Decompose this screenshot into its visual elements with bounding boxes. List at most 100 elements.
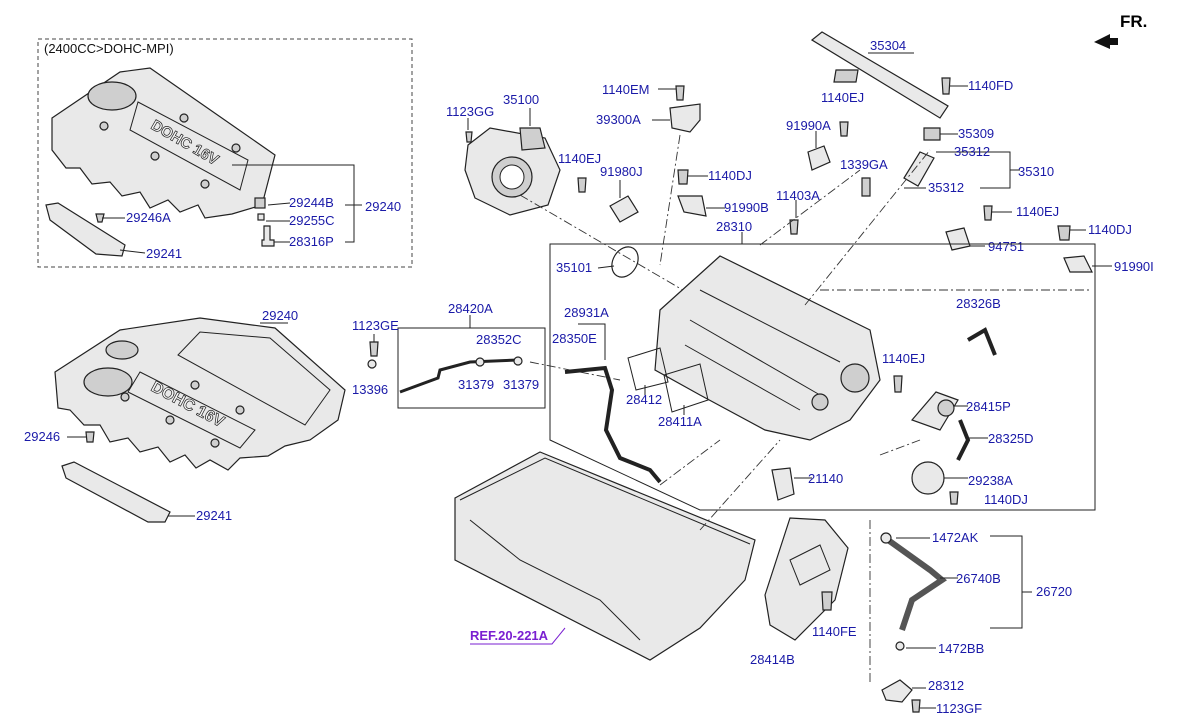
bolt-1140DJ-a bbox=[677, 169, 689, 185]
fuel-rail-group: 35304 1140FD 35309 35312 35310 35312 bbox=[810, 31, 1054, 195]
reference-label[interactable]: REF.20-221A bbox=[470, 628, 549, 643]
seal-35309 bbox=[923, 127, 941, 141]
hose-28325D bbox=[956, 419, 971, 461]
label-1140FE: 1140FE bbox=[812, 624, 857, 639]
inset-title: (2400CC>DOHC-MPI) bbox=[44, 41, 174, 56]
bolt-29246A bbox=[95, 213, 105, 223]
cover-bolt-1 bbox=[99, 121, 109, 131]
clamp-1472AK bbox=[880, 532, 892, 544]
label-1140EJ-c: 1140EJ bbox=[1016, 204, 1059, 219]
label-1140EM: 1140EM bbox=[602, 82, 649, 97]
hose-group-28420A: 28420A 1123GE 13396 28352C 31379 31379 bbox=[352, 301, 621, 409]
label-91980J: 91980J bbox=[600, 164, 643, 179]
label-29246: 29246 bbox=[24, 429, 60, 444]
gasket-35101 bbox=[611, 246, 639, 278]
clamp-1472BB bbox=[895, 641, 905, 651]
label-28415P: 28415P bbox=[966, 399, 1011, 414]
label-1140DJ-a: 1140DJ bbox=[708, 168, 752, 183]
bracket-94751 bbox=[945, 227, 971, 251]
label-1339GA: 1339GA bbox=[840, 157, 888, 172]
engine-cover-inset: (2400CC>DOHC-MPI) DOHC 16V 29244B 29255C… bbox=[37, 38, 413, 268]
gasket-28411A bbox=[663, 363, 709, 413]
label-29240-inset: 29240 bbox=[365, 199, 401, 214]
bolt-1140EJ-d bbox=[893, 375, 903, 393]
cover-bolt-2 bbox=[150, 151, 160, 161]
plug-21140-group: 21140 bbox=[771, 467, 843, 501]
collar-29255C bbox=[257, 213, 265, 221]
cylinder-head-group: REF.20-221A bbox=[454, 439, 781, 661]
cover-oil-cap-opening bbox=[87, 81, 137, 111]
cover-cap-2 bbox=[83, 367, 133, 397]
cover-text-panel bbox=[127, 371, 256, 449]
label-1140DJ-b: 1140DJ bbox=[1088, 222, 1132, 237]
hose-group-26720: 1472AK 26740B 26720 1472BB 28312 1123GF bbox=[869, 520, 1072, 716]
label-1123GF: 1123GF bbox=[936, 701, 982, 716]
label-28326B: 28326B bbox=[956, 296, 1001, 311]
label-26740B: 26740B bbox=[956, 571, 1001, 586]
cover-bolt-5 bbox=[231, 143, 241, 153]
label-28352C: 28352C bbox=[476, 332, 522, 347]
bolt-1140DJ-b bbox=[1057, 225, 1071, 241]
bolt-1140FE bbox=[821, 591, 833, 611]
front-arrow-icon bbox=[1094, 34, 1118, 49]
label-1123GG: 1123GG bbox=[446, 104, 494, 119]
bolt-1140FD bbox=[941, 77, 951, 95]
cover-bolt-c bbox=[210, 438, 220, 448]
cover-bolt-e bbox=[235, 405, 245, 415]
label-29255C: 29255C bbox=[289, 213, 335, 228]
label-29241: 29241 bbox=[196, 508, 232, 523]
fuel-rail-35304 bbox=[810, 31, 949, 119]
label-28420A: 28420A bbox=[448, 301, 493, 316]
bolt-1140EJ-b bbox=[839, 121, 849, 137]
bolt-1140EM bbox=[675, 85, 685, 101]
label-35304: 35304 bbox=[870, 38, 906, 53]
label-28411A: 28411A bbox=[658, 414, 702, 429]
engine-cover-small bbox=[51, 67, 276, 219]
label-29244B: 29244B bbox=[289, 195, 334, 210]
label-35101: 35101 bbox=[556, 260, 592, 275]
bracket-29241 bbox=[61, 461, 171, 523]
bracket-29241-top bbox=[45, 202, 126, 257]
clamp-31379-b bbox=[513, 356, 523, 366]
cylinder-head bbox=[454, 451, 756, 661]
solenoid-28415P bbox=[937, 399, 955, 417]
hose-28350E bbox=[564, 365, 662, 484]
bolt-1123GE bbox=[369, 341, 379, 357]
runner-3 bbox=[684, 344, 801, 411]
bolt-1123GG bbox=[465, 131, 473, 143]
manifold-port bbox=[840, 363, 870, 393]
cover-bolt-a bbox=[120, 392, 130, 402]
label-28412: 28412 bbox=[626, 392, 662, 407]
label-28316P: 28316P bbox=[289, 234, 334, 249]
label-1140DJ-c: 1140DJ bbox=[984, 492, 1028, 507]
label-35100: 35100 bbox=[503, 92, 539, 107]
label-29240: 29240 bbox=[262, 308, 298, 323]
label-35309: 35309 bbox=[958, 126, 994, 141]
bracket-91990I bbox=[1063, 255, 1093, 273]
label-1472AK: 1472AK bbox=[932, 530, 979, 545]
throttle-plate bbox=[499, 164, 525, 190]
map-sensor-39300A bbox=[669, 103, 701, 133]
front-direction-indicator: FR. bbox=[1094, 12, 1147, 49]
label-28312: 28312 bbox=[928, 678, 964, 693]
cover-bolt-3 bbox=[200, 179, 210, 189]
bolt-1123GF bbox=[911, 699, 921, 713]
gasket-28412 bbox=[627, 347, 669, 391]
label-29241-inset: 29241 bbox=[146, 246, 182, 261]
cover-bolt-4 bbox=[179, 113, 189, 123]
bracket-28414B-group: 1140FE 28414B bbox=[750, 517, 857, 667]
hose-group-box bbox=[397, 327, 546, 409]
bracket-group-right: 1140EJ 94751 1140DJ 91990I bbox=[945, 204, 1154, 274]
cover-cap-1 bbox=[105, 340, 139, 360]
bracket-91980J bbox=[609, 195, 639, 223]
label-91990I: 91990I bbox=[1114, 259, 1154, 274]
label-28350E: 28350E bbox=[552, 331, 597, 346]
plug-21140 bbox=[771, 467, 795, 501]
cover-bolt-b bbox=[165, 415, 175, 425]
manifold-frame bbox=[549, 243, 1096, 511]
bolt-1140DJ-c bbox=[949, 491, 959, 505]
label-94751: 94751 bbox=[988, 239, 1024, 254]
hose-26740B bbox=[886, 537, 948, 631]
label-31379-b: 31379 bbox=[503, 377, 539, 392]
bolt-11403A bbox=[789, 219, 799, 235]
